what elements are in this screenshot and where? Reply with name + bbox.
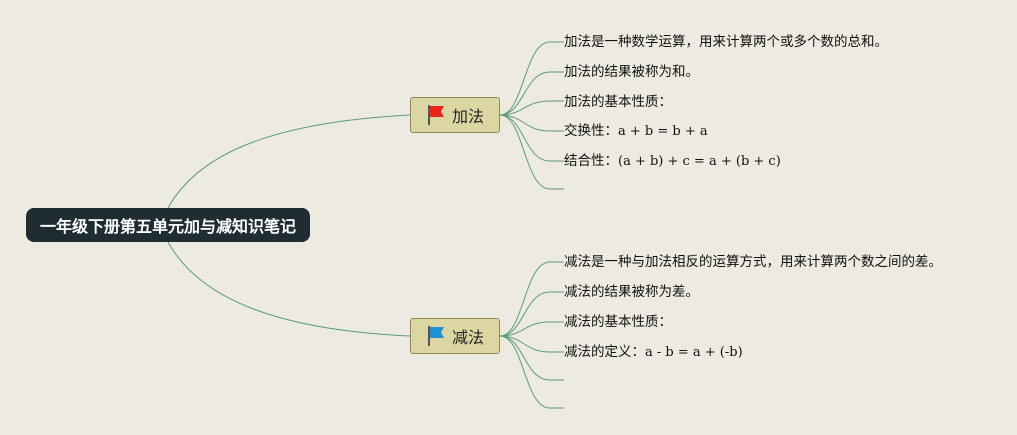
leaf-addition-commutative[interactable]: 交换性：a + b = b + a bbox=[564, 121, 708, 141]
branch-node-addition[interactable]: 加法 bbox=[410, 97, 500, 133]
leaf-subtraction-result[interactable]: 减法的结果被称为差。 bbox=[564, 282, 699, 302]
leaf-text: 加法的基本性质： bbox=[564, 94, 672, 110]
leaf-text: 加法是一种数学运算，用来计算两个或多个数的总和。 bbox=[564, 34, 888, 50]
leaf-addition-result[interactable]: 加法的结果被称为和。 bbox=[564, 62, 699, 82]
branch-node-subtraction[interactable]: 减法 bbox=[410, 318, 500, 354]
leaf-formula: (a + b) + c = a + (b + c) bbox=[618, 154, 781, 169]
leaf-addition-associative[interactable]: 结合性：(a + b) + c = a + (b + c) bbox=[564, 151, 781, 171]
connector-subtraction-leaf-0 bbox=[499, 261, 551, 337]
connector-addition-leaf-1 bbox=[499, 71, 551, 116]
connector-root-subtraction bbox=[167, 241, 411, 337]
leaf-text: 减法的结果被称为差。 bbox=[564, 284, 699, 300]
leaf-formula: a - b = a + (-b) bbox=[645, 345, 743, 360]
blue-flag-icon bbox=[427, 326, 444, 346]
connector-subtraction-leaf-4 bbox=[499, 335, 551, 381]
connector-addition-leaf-5 bbox=[499, 114, 551, 190]
connector-root-addition bbox=[167, 114, 411, 209]
red-flag-icon bbox=[427, 105, 444, 125]
connector-addition-leaf-2 bbox=[499, 100, 551, 116]
leaf-text: 结合性： bbox=[564, 153, 618, 169]
leaf-addition-properties[interactable]: 加法的基本性质： bbox=[564, 92, 672, 112]
leaf-subtraction-definition[interactable]: 减法是一种与加法相反的运算方式，用来计算两个数之间的差。 bbox=[564, 252, 942, 272]
leaf-addition-definition[interactable]: 加法是一种数学运算，用来计算两个或多个数的总和。 bbox=[564, 32, 888, 52]
leaf-text: 减法的定义： bbox=[564, 344, 645, 360]
connector-subtraction-leaf-5 bbox=[499, 335, 551, 409]
branch-label: 减法 bbox=[451, 328, 484, 347]
leaf-formula: a + b = b + a bbox=[618, 124, 708, 139]
connector-subtraction-leaf-3 bbox=[499, 335, 551, 353]
connector-addition-leaf-3 bbox=[499, 114, 551, 132]
connector-subtraction-leaf-2 bbox=[499, 321, 551, 337]
root-node[interactable]: 一年级下册第五单元加与减知识笔记 bbox=[26, 208, 310, 242]
leaf-subtraction-definition-formula[interactable]: 减法的定义：a - b = a + (-b) bbox=[564, 342, 743, 362]
root-label: 一年级下册第五单元加与减知识笔记 bbox=[39, 217, 296, 236]
leaf-text: 减法是一种与加法相反的运算方式，用来计算两个数之间的差。 bbox=[564, 254, 942, 270]
connector-addition-leaf-0 bbox=[499, 41, 551, 116]
connector-subtraction-leaf-1 bbox=[499, 291, 551, 337]
connector-addition-leaf-4 bbox=[499, 114, 551, 162]
leaf-text: 交换性： bbox=[564, 123, 618, 139]
leaf-subtraction-properties[interactable]: 减法的基本性质： bbox=[564, 312, 672, 332]
leaf-text: 减法的基本性质： bbox=[564, 314, 672, 330]
leaf-text: 加法的结果被称为和。 bbox=[564, 64, 699, 80]
branch-label: 加法 bbox=[451, 107, 484, 126]
